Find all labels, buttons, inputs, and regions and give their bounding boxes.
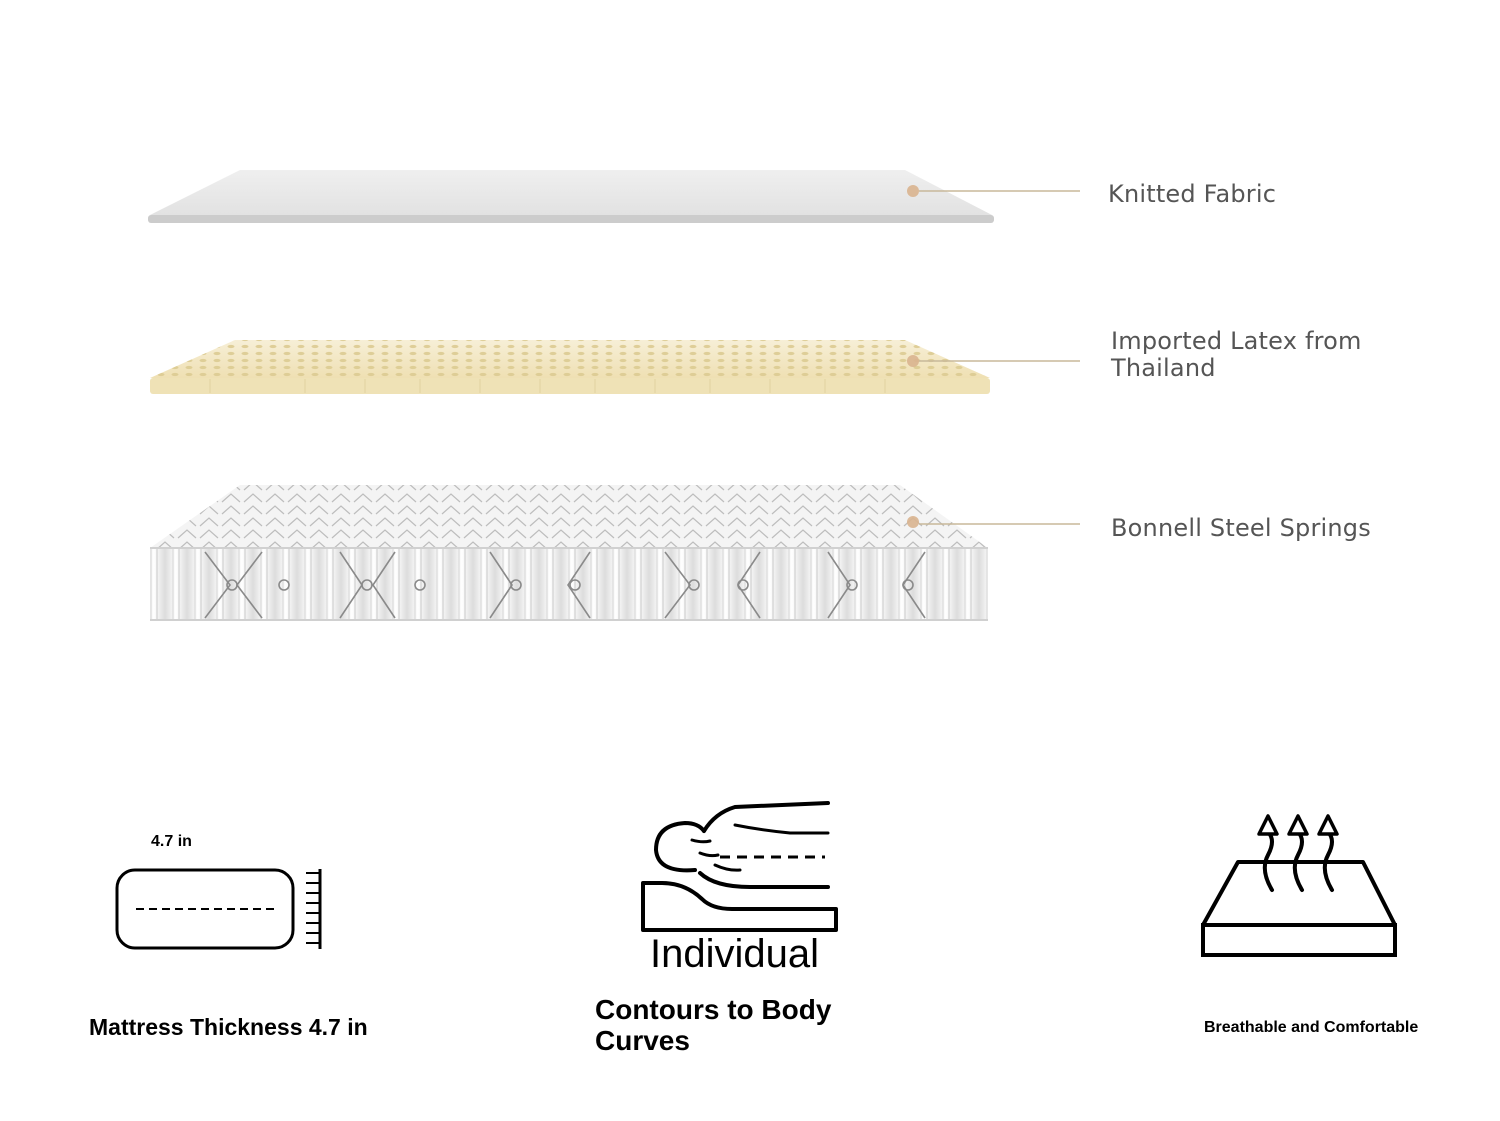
breathable-feature-title: Breathable and Comfortable <box>1204 1019 1419 1036</box>
latex-layer <box>150 340 990 394</box>
thickness-feature-title: Mattress Thickness 4.7 in <box>89 1014 368 1040</box>
contour-feature-title: Contours to Body Curves <box>595 994 832 1056</box>
breathable-mattress-icon <box>1201 814 1397 957</box>
mattress-layers-illustration <box>148 170 1080 621</box>
body-contour-icon <box>641 801 838 932</box>
contour-caption: Individual <box>650 932 820 976</box>
layer-label-springs: Bonnell Steel Springs <box>1111 514 1371 542</box>
layer-label-knitted-fabric: Knitted Fabric <box>1108 180 1277 208</box>
leader-lines <box>907 185 1080 528</box>
mattress-thickness-icon <box>115 868 322 950</box>
layer-label-latex: Imported Latex from Thailand <box>1111 327 1362 382</box>
spring-layer <box>150 485 988 621</box>
knitted-fabric-layer <box>148 170 994 223</box>
thickness-dimension-label: 4.7 in <box>151 833 192 850</box>
thickness-feature: 4.7 in Mattress Thickness 4.7 in <box>80 820 400 1060</box>
breathable-feature: Breathable and Comfortable <box>1180 800 1440 1060</box>
contour-feature: Individual Contours to Body Curves <box>585 790 905 1065</box>
